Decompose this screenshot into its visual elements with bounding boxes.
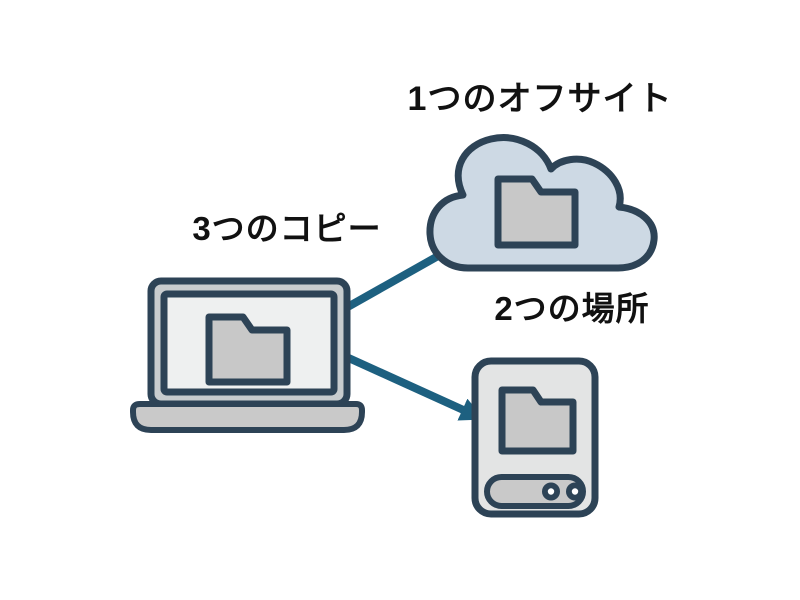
- drive-folder-glyph: [498, 386, 577, 455]
- laptop-base: [130, 401, 365, 433]
- laptop-folder-icon: [130, 277, 365, 433]
- copies-label: 3つのコピー: [192, 210, 382, 247]
- locations-label: 2つの場所: [494, 290, 650, 327]
- external-drive-folder-icon: [471, 357, 599, 518]
- offsite-label: 1つのオフサイト: [407, 80, 673, 118]
- drive-led-left-center: [547, 488, 555, 495]
- laptop-folder-glyph: [205, 313, 291, 386]
- drive-led-right-center: [571, 488, 579, 495]
- cloud-folder-icon: [426, 134, 658, 272]
- cloud-folder-glyph: [494, 175, 579, 249]
